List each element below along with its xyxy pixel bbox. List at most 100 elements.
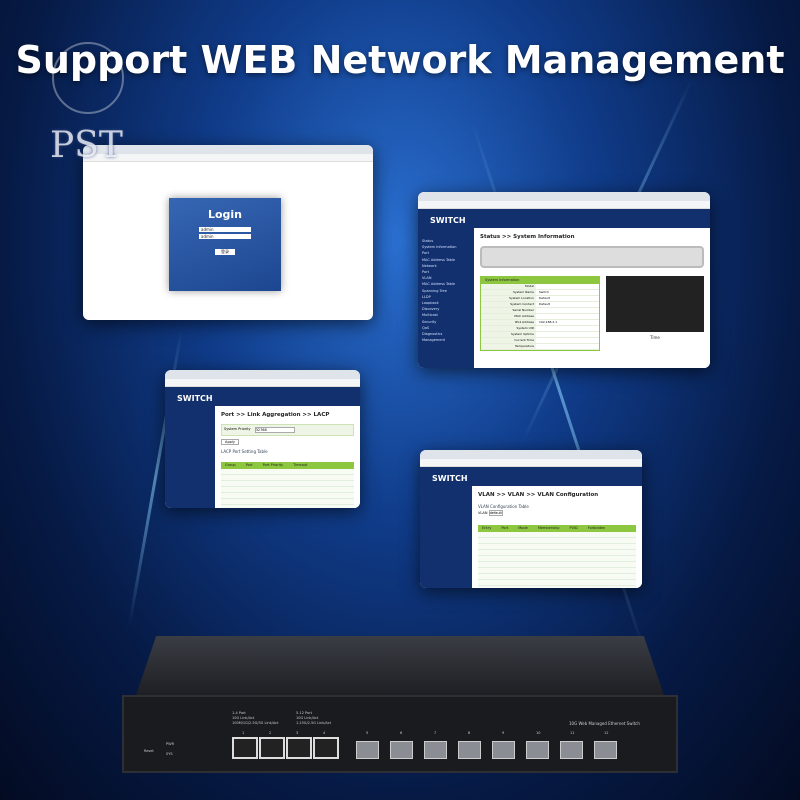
sidebar-item[interactable]: Multicast: [422, 313, 438, 318]
login-button[interactable]: 登录: [215, 249, 235, 255]
port-number: 5: [366, 731, 369, 735]
sfp-port: [424, 741, 447, 759]
sidebar-item[interactable]: Network: [422, 263, 437, 268]
sidebar-item[interactable]: LLDP: [422, 294, 431, 299]
reset-label: Reset: [144, 749, 154, 753]
apply-button[interactable]: Apply: [221, 439, 239, 445]
vlan-window: SWITCH VLAN >> VLAN >> VLAN Configuratio…: [420, 450, 642, 588]
sidebar-item[interactable]: Security: [422, 319, 437, 324]
watermark: PST: [50, 125, 123, 166]
rj45-port: [286, 737, 312, 759]
username-input[interactable]: admin: [199, 227, 251, 232]
table-title: LACP Port Setting Table: [221, 449, 268, 454]
address-bar[interactable]: [83, 154, 373, 162]
field-label: System Contact: [481, 302, 536, 307]
table-row: [478, 586, 636, 588]
field-label: MAC Address: [481, 314, 536, 319]
sidebar-item[interactable]: VLAN: [422, 276, 432, 281]
table-title: VLAN Configuration Table: [478, 504, 529, 509]
table-row: [221, 499, 354, 505]
switch-top: [135, 636, 665, 698]
address-bar[interactable]: [165, 379, 360, 387]
port-number: 11: [570, 731, 575, 735]
table-row: [478, 568, 636, 574]
port-number: 6: [400, 731, 403, 735]
field-label: Serial Number: [481, 308, 536, 313]
column-header: Group: [225, 463, 236, 467]
field-value: [536, 314, 539, 319]
table-row: [221, 505, 354, 508]
sidebar-item[interactable]: MAC Address Table: [422, 257, 456, 262]
address-bar[interactable]: [418, 201, 710, 209]
browser-tab-bar: [165, 370, 360, 379]
login-browser-window: Login admin admin 登录: [83, 145, 373, 320]
system-priority-input[interactable]: 32768: [254, 427, 295, 433]
table-row: [221, 481, 354, 487]
system-priority-label: System Priority: [224, 427, 251, 431]
port-panel-graphic: [480, 246, 704, 268]
table-row: [221, 469, 354, 475]
panel-title: System Information: [481, 277, 599, 284]
address-bar[interactable]: [420, 459, 642, 467]
field-value: Switch: [539, 290, 549, 294]
field-value: [536, 344, 539, 349]
column-header: Port: [245, 463, 253, 467]
sidebar-item[interactable]: System Information: [422, 245, 457, 250]
sidebar-item[interactable]: Discovery: [422, 307, 440, 312]
field-label: Model: [481, 284, 536, 289]
info-row: System Uptime: [481, 332, 599, 338]
model-label: 10G Web Managed Ethernet Switch: [569, 721, 640, 726]
browser-tab-bar: [83, 145, 373, 154]
sidebar-item[interactable]: Loopback: [422, 301, 439, 306]
port-number: 8: [468, 731, 471, 735]
table-row: [478, 562, 636, 568]
sfp-port: [356, 741, 379, 759]
sidebar-item[interactable]: Diagnostics: [422, 332, 443, 337]
info-row: Current Time: [481, 338, 599, 344]
port-number: 12: [604, 731, 609, 735]
breadcrumb: VLAN >> VLAN >> VLAN Configuration: [478, 492, 599, 498]
headline: Support WEB Network Management: [15, 38, 785, 82]
info-row: Temperature: [481, 344, 599, 350]
sidebar-item[interactable]: Port: [422, 270, 429, 275]
sidebar-item[interactable]: Spanning Tree: [422, 288, 447, 293]
vlan-label: VLAN: [478, 511, 488, 515]
table-row: [478, 574, 636, 580]
column-header: Mode: [518, 526, 528, 530]
field-value: [536, 308, 539, 313]
browser-tab-bar: [418, 192, 710, 201]
pwr-led-label: PWR: [166, 742, 175, 746]
field-value: [536, 284, 539, 289]
browser-tab-bar: [420, 450, 642, 459]
table-row: [221, 493, 354, 499]
password-input[interactable]: admin: [199, 234, 251, 239]
table-row: [221, 487, 354, 493]
field-label: Temperature: [481, 344, 536, 349]
column-header: Port: [501, 526, 509, 530]
sidebar-item[interactable]: Port: [422, 251, 429, 256]
field-label: System Name: [481, 290, 536, 295]
column-header: Entry: [482, 526, 492, 530]
sfp-port: [526, 741, 549, 759]
vlan-select[interactable]: default: [488, 510, 503, 516]
sidebar-item[interactable]: QoS: [422, 325, 430, 330]
column-header: Port Priority: [262, 463, 284, 467]
sfp-port: [594, 741, 617, 759]
port-number: 1: [242, 731, 245, 735]
login-panel: Login admin admin 登录: [169, 198, 281, 291]
sidebar-item[interactable]: MAC Address Table: [422, 282, 456, 287]
sidebar-item[interactable]: Status: [422, 239, 434, 243]
rj45-port: [313, 737, 339, 759]
table-row: [478, 580, 636, 586]
sidebar-item[interactable]: Management: [422, 338, 446, 343]
sidebar: [420, 493, 472, 588]
column-header: PVID: [569, 526, 578, 530]
port-number: 9: [502, 731, 505, 735]
